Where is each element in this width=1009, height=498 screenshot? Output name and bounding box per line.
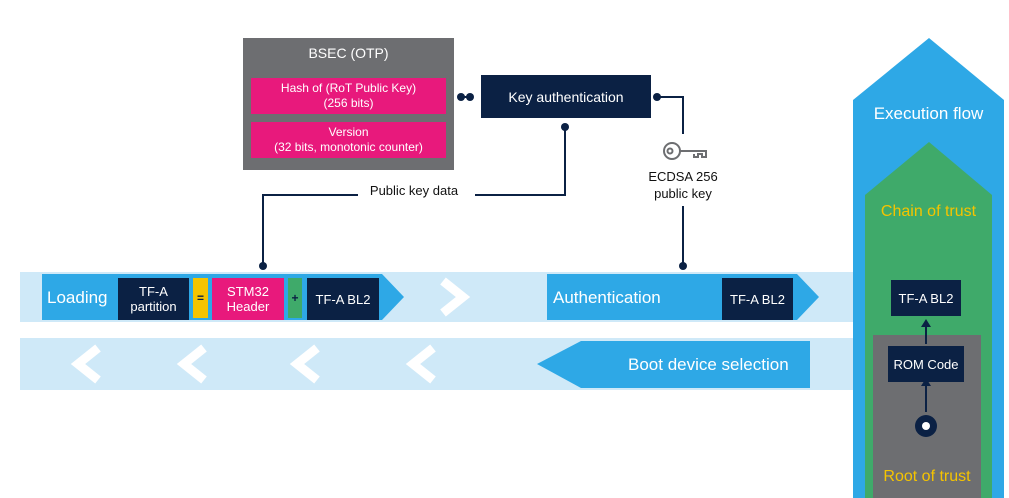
key-icon — [663, 142, 707, 160]
tfa-partition-line2: partition — [130, 299, 177, 314]
tfa-partition-line1: TF-A — [139, 284, 168, 299]
connectors — [259, 93, 707, 270]
version-line1: Version — [328, 125, 369, 139]
chevron-left-icon — [405, 344, 436, 384]
stm32-header-box: STM32 Header — [212, 278, 284, 320]
equals-sign: = — [193, 278, 208, 318]
loading-label: Loading — [47, 288, 108, 307]
ecdsa-line1: ECDSA 256 — [648, 169, 718, 184]
version-line2: (32 bits, monotonic counter) — [274, 140, 423, 154]
boot-device-arrow — [537, 341, 810, 388]
chain-tfa-bl2-box: TF-A BL2 — [891, 280, 961, 316]
chain-of-trust-label: Chain of trust — [880, 203, 977, 220]
plus-sign: + — [288, 278, 302, 318]
key-authentication-box: Key authentication — [481, 75, 651, 118]
version-box: Version (32 bits, monotonic counter) — [251, 122, 446, 158]
tfa-partition-box: TF-A partition — [118, 278, 189, 320]
bsec-otp-box: BSEC (OTP) Hash of (RoT Public Key) (256… — [243, 38, 454, 170]
rot-hash-line1: Hash of (RoT Public Key) — [280, 81, 417, 95]
stm32-header-line2: Header — [226, 299, 270, 314]
chevron-left-icon — [289, 344, 320, 384]
loading-tfa-bl2-box: TF-A BL2 — [307, 278, 379, 320]
public-key-data-label: Public key data — [358, 181, 470, 199]
chevron-left-icon — [70, 344, 101, 384]
rot-hash-box: Hash of (RoT Public Key) (256 bits) — [251, 78, 446, 114]
auth-tfa-bl2-box: TF-A BL2 — [722, 278, 793, 320]
boot-device-label: Boot device selection — [628, 355, 789, 374]
chevron-up-icon — [23, 327, 41, 337]
authentication-label: Authentication — [553, 288, 661, 307]
execution-flow-label: Execution flow — [873, 104, 984, 123]
chevron-left-icon — [176, 344, 207, 384]
ecdsa-label: ECDSA 256 public key — [635, 167, 731, 203]
stm32-header-line1: STM32 — [227, 284, 269, 299]
ecdsa-line2: public key — [654, 186, 712, 201]
rom-code-box: ROM Code — [888, 346, 964, 382]
rot-hash-line2: (256 bits) — [323, 96, 374, 110]
root-of-trust-label: Root of trust — [883, 468, 971, 485]
bsec-title: BSEC (OTP) — [308, 45, 389, 61]
